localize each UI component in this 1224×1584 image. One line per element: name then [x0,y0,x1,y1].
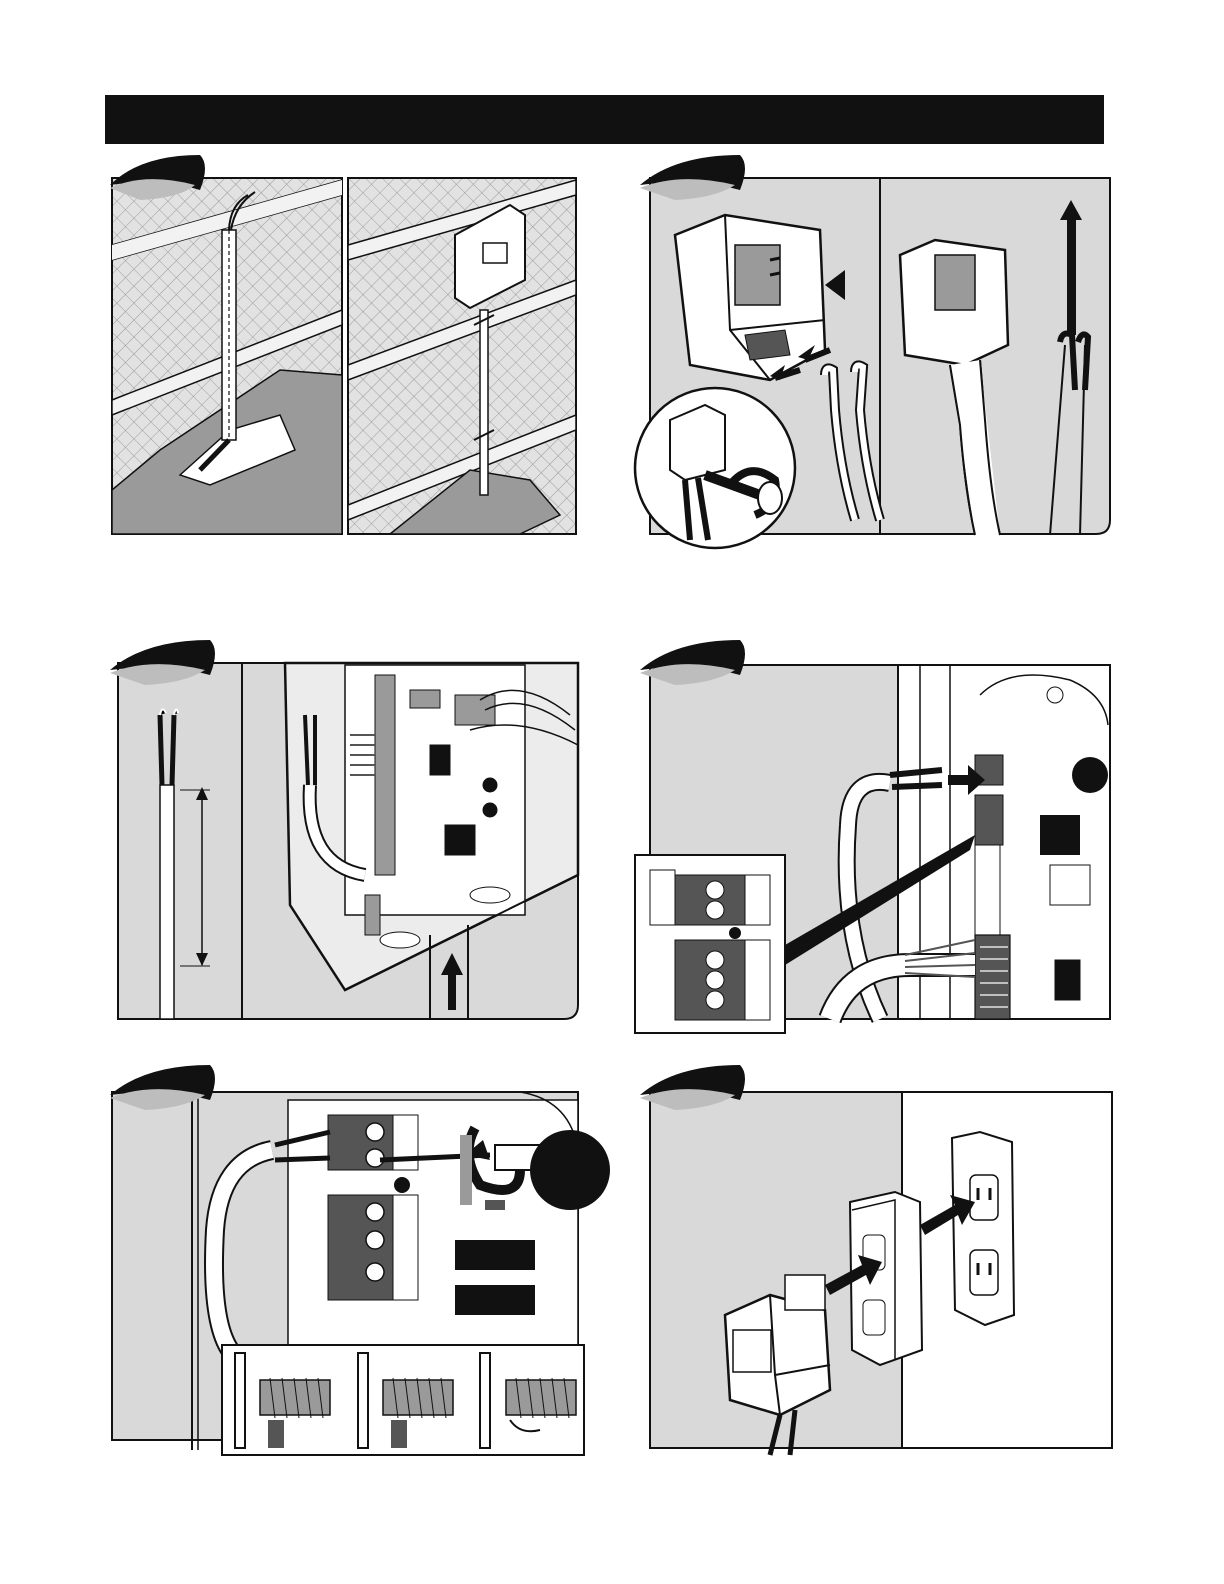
step-5-panel [100,1060,590,1460]
step-2-illustration [630,150,1120,555]
step-4-panel [630,635,1120,1045]
step-6-panel [630,1060,1120,1460]
step-6-badge [630,1060,760,1120]
step-2-badge [630,150,760,210]
section-title-bar [105,95,1104,144]
step-1-panel [100,150,590,545]
step-1-badge [100,150,220,210]
step-4-badge [630,635,760,695]
step-5-illustration [100,1060,590,1460]
step-3-panel [100,635,590,1025]
step-6-illustration [630,1060,1120,1460]
step-3-badge [100,635,230,695]
step-4-illustration [630,635,1120,1045]
step-5-badge [100,1060,230,1120]
step-2-panel [630,150,1120,555]
